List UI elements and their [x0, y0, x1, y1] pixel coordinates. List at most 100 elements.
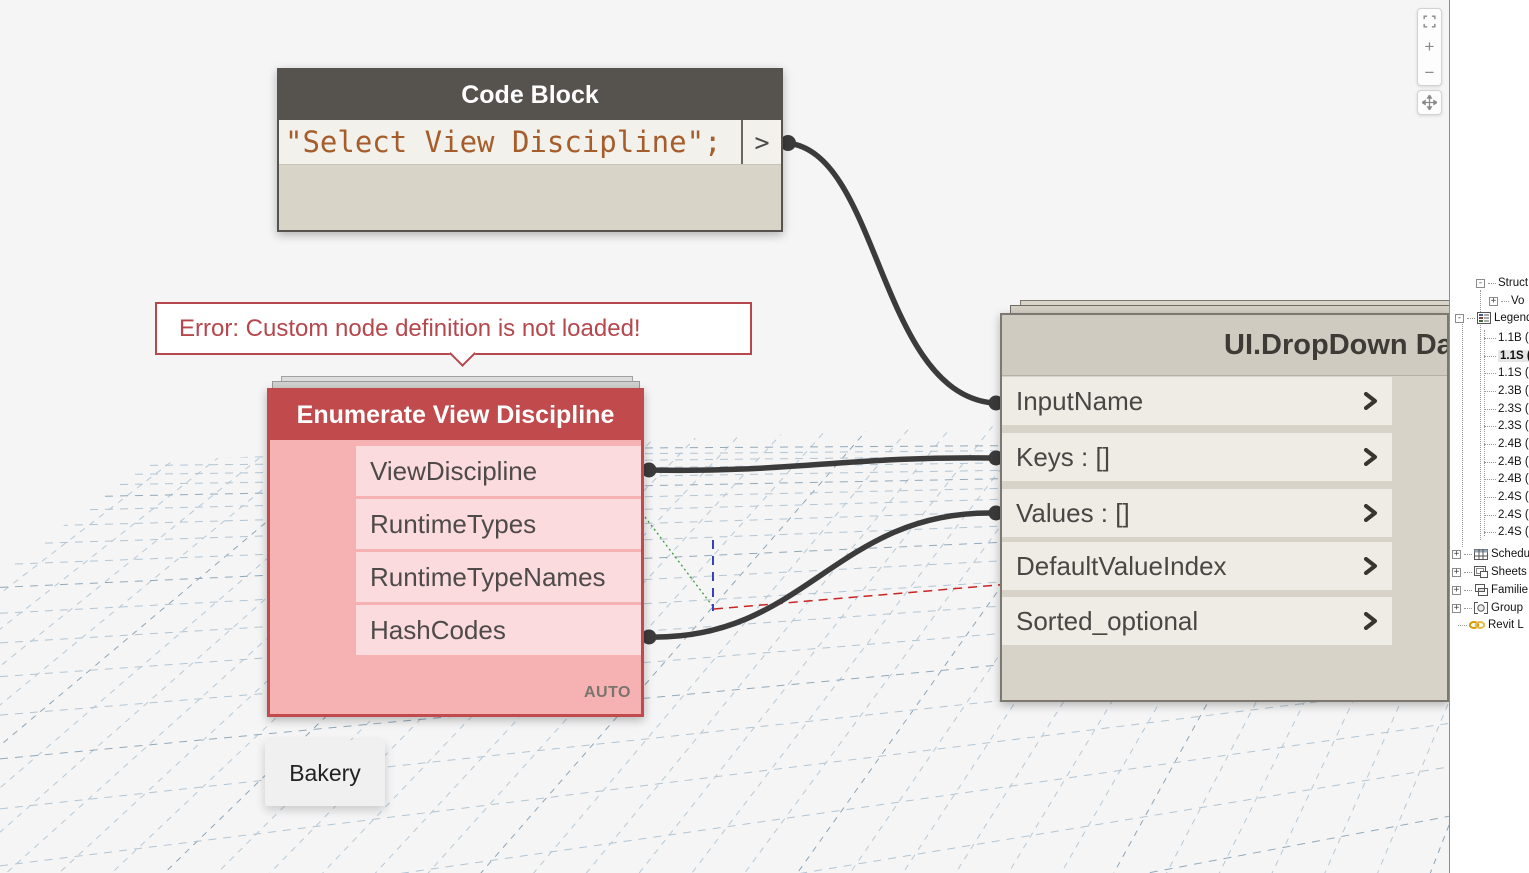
tree-item-view-selected[interactable]: 1.1S ( [1484, 348, 1529, 364]
tree-label: Vo [1511, 295, 1525, 307]
tree-label: 2.4B ( [1498, 473, 1529, 485]
bakery-note-label: Bakery [289, 759, 361, 786]
group-icon [1474, 602, 1488, 614]
ui-dropdown-data-node[interactable]: UI.DropDown Da InputName Keys : [] Value… [1000, 313, 1449, 702]
tree-label: 2.3S ( [1498, 420, 1529, 432]
tree-label: 2.4S ( [1498, 509, 1529, 521]
port-codeblock-output[interactable] [780, 135, 796, 151]
input-row-values[interactable]: Values : [] [1002, 489, 1392, 537]
enumerate-view-discipline-node[interactable]: Enumerate View Discipline ViewDiscipline… [267, 388, 644, 717]
tree-label: 2.3B ( [1498, 385, 1529, 397]
tree-item-revit-links[interactable]: Revit L [1458, 617, 1524, 633]
tree-toggle[interactable]: + [1452, 566, 1461, 577]
tree-label: Struct [1498, 277, 1529, 289]
tree-item-view[interactable]: 2.4B ( [1484, 454, 1529, 470]
tree-item-view[interactable]: 2.3S ( [1484, 418, 1529, 434]
tree-label: Legend [1494, 312, 1529, 324]
tree-toggle[interactable]: + [1452, 602, 1461, 613]
tree-label: 2.4B ( [1498, 456, 1529, 468]
port-viewdiscipline-output[interactable] [641, 462, 657, 478]
tree-label: Revit L [1488, 619, 1524, 631]
tree-guide [1462, 322, 1463, 547]
tree-item-view[interactable]: 2.3S ( [1484, 401, 1529, 417]
code-block-body [279, 165, 781, 230]
tree-item-struct[interactable]: - Struct [1476, 275, 1528, 291]
input-row-defaultvalueindex[interactable]: DefaultValueIndex [1002, 542, 1392, 590]
tree-label: Group [1491, 602, 1523, 614]
tree-item-view[interactable]: 2.4B ( [1484, 436, 1529, 452]
input-row-keys[interactable]: Keys : [] [1002, 433, 1392, 481]
zoom-out-button[interactable]: − [1424, 62, 1435, 82]
tree-label: 1.1S ( [1498, 367, 1529, 379]
output-row-hashcodes[interactable]: HashCodes [356, 605, 641, 655]
wire-codeblock-to-inputname[interactable] [784, 140, 996, 406]
tree-toggle[interactable]: + [1489, 295, 1498, 306]
chevron-right-icon[interactable] [1364, 448, 1378, 466]
tree-guide [1480, 290, 1481, 540]
tree-toggle[interactable]: + [1452, 584, 1461, 595]
tree-item-legend[interactable]: - Legend [1455, 310, 1529, 326]
tree-item-schedules[interactable]: + Schedu [1452, 546, 1529, 562]
chevron-right-icon[interactable] [1364, 504, 1378, 522]
tree-label: Schedu [1491, 548, 1529, 560]
enumerate-node-title[interactable]: Enumerate View Discipline [270, 391, 641, 440]
code-block-node[interactable]: Code Block "Select View Discipline"; > [277, 68, 783, 232]
port-hashcodes-output[interactable] [641, 629, 657, 645]
tree-item-view[interactable]: 2.4S ( [1484, 507, 1529, 523]
axes-overlay [644, 516, 1011, 611]
chevron-right-icon[interactable] [1364, 612, 1378, 630]
x-axis-line [713, 583, 1011, 610]
sheet-icon [1474, 566, 1488, 578]
output-row-viewdiscipline[interactable]: ViewDiscipline [356, 446, 641, 496]
link-icon [1469, 621, 1485, 629]
tree-toggle[interactable]: + [1452, 548, 1461, 559]
tree-item-view[interactable]: 1.1B ( [1484, 330, 1529, 346]
wire-viewdiscipline-to-keys[interactable] [645, 455, 996, 474]
input-row-inputname[interactable]: InputName [1002, 377, 1392, 425]
pan-button[interactable] [1417, 90, 1442, 115]
tree-toggle[interactable]: - [1476, 277, 1485, 288]
wire-hashcodes-to-values[interactable] [645, 510, 996, 640]
tree-item-view[interactable]: 2.4B ( [1484, 471, 1529, 487]
tree-label: Familie [1491, 584, 1529, 596]
input-row-label: DefaultValueIndex [1016, 550, 1227, 581]
project-browser-panel: - Struct + Vo - Legend 1.1B ( 1.1S ( 1.1… [1449, 0, 1529, 873]
tree-item-view[interactable]: 2.4S ( [1484, 489, 1529, 505]
tree-label: 1.1S ( [1498, 350, 1529, 362]
output-row-runtimetypes[interactable]: RuntimeTypes [356, 499, 641, 549]
zoom-control-group: + − [1417, 8, 1442, 86]
tree-item-view[interactable]: 1.1S ( [1484, 365, 1529, 381]
tree-label: 2.3S ( [1498, 403, 1529, 415]
dropdown-node-header[interactable]: UI.DropDown Da [1002, 315, 1447, 376]
legend-icon [1477, 312, 1491, 324]
chevron-right-icon[interactable] [1364, 557, 1378, 575]
zoom-in-button[interactable]: + [1424, 37, 1435, 57]
input-row-sorted-optional[interactable]: Sorted_optional [1002, 597, 1392, 645]
port-keys-input[interactable] [988, 450, 1004, 466]
tree-label: 2.4S ( [1498, 526, 1529, 538]
port-values-input[interactable] [988, 505, 1004, 521]
tree-item-vo[interactable]: + Vo [1489, 293, 1524, 309]
input-row-label: Sorted_optional [1016, 605, 1199, 636]
code-block-output-port[interactable]: > [741, 120, 781, 164]
error-tooltip: Error: Custom node definition is not loa… [155, 302, 752, 367]
lacing-badge[interactable]: AUTO [583, 684, 631, 701]
tree-toggle[interactable]: - [1455, 312, 1464, 323]
tree-item-families[interactable]: + Familie [1452, 582, 1528, 598]
pan-icon [1418, 91, 1441, 114]
tree-guide [1484, 330, 1485, 536]
dropdown-node-title: UI.DropDown Da [1224, 329, 1449, 361]
tree-label: Sheets [1491, 566, 1527, 578]
port-inputname-input[interactable] [988, 395, 1004, 411]
tree-item-groups[interactable]: + Group [1452, 600, 1523, 616]
code-block-code-input[interactable]: "Select View Discipline"; [279, 120, 741, 164]
code-block-title[interactable]: Code Block [279, 70, 781, 120]
tree-item-sheets[interactable]: + Sheets [1452, 564, 1527, 580]
tree-item-view[interactable]: 2.3B ( [1484, 383, 1529, 399]
chevron-right-icon[interactable] [1364, 392, 1378, 410]
tree-item-view[interactable]: 2.4S ( [1484, 524, 1529, 540]
output-row-runtimetypenames[interactable]: RuntimeTypeNames [356, 552, 641, 602]
fit-view-icon[interactable] [1418, 9, 1441, 34]
input-row-label: Keys : [] [1016, 441, 1110, 472]
bakery-note[interactable]: Bakery [265, 740, 385, 806]
